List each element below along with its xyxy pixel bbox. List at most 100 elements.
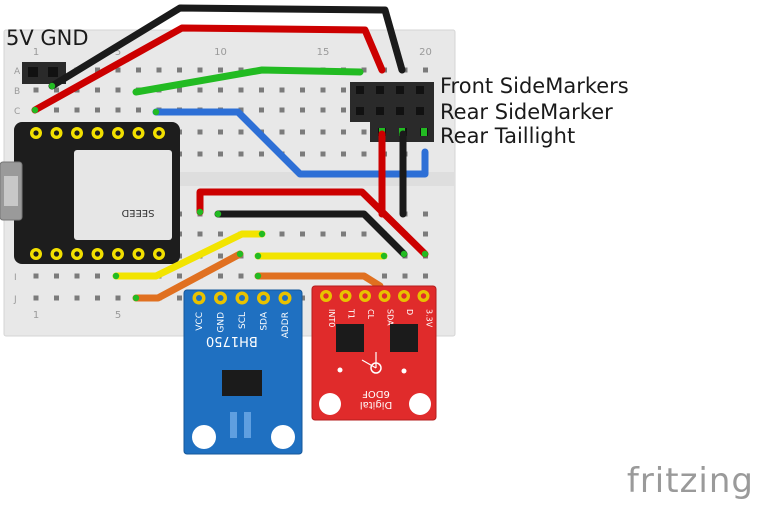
breadboard-hole (197, 87, 203, 93)
breadboard-hole (115, 295, 121, 301)
breadboard-hole (33, 295, 39, 301)
breadboard-hole (341, 87, 346, 93)
breadboard-hole (300, 87, 305, 93)
breadboard-hole (361, 151, 367, 157)
header-pin (356, 86, 364, 94)
wire-end (380, 252, 388, 260)
imu-subtitle: Digital (360, 399, 392, 410)
bh1750-pin-label: ADDR (281, 312, 291, 338)
imu-pin-label: D (405, 309, 414, 315)
wire-yellow-1 (112, 230, 266, 280)
breadboard-hole (95, 87, 100, 93)
breadboard-hole (423, 231, 428, 237)
breadboard-hole (177, 67, 182, 73)
header-pin (396, 107, 404, 115)
breadboard-hole (320, 151, 326, 157)
wire-black-3 (214, 210, 408, 258)
breadboard-hole (136, 67, 141, 73)
mcu-board: SEEED (0, 122, 180, 264)
breadboard-hole (320, 231, 326, 237)
breadboard-hole (54, 87, 59, 93)
breadboard-hole (218, 67, 223, 73)
wire-end (132, 88, 140, 96)
imu-pin-label: INT0 (327, 309, 336, 327)
power-label: 5V GND (6, 26, 89, 50)
breadboard-hole (300, 151, 305, 157)
row-letter: C (14, 107, 20, 117)
wire-end (258, 230, 266, 238)
breadboard-hole (320, 87, 326, 93)
wire-black-gnd (48, 4, 406, 90)
breadboard-hole (259, 87, 264, 93)
wire-end (254, 252, 262, 260)
wire-end (356, 68, 364, 76)
fritzing-logo: fritzing (626, 461, 754, 501)
breadboard-hole (423, 67, 428, 73)
header-pin (416, 107, 424, 115)
breadboard-hole (33, 273, 39, 279)
breadboard-hole (341, 151, 346, 157)
breadboard-hole (300, 107, 305, 113)
breadboard-hole (115, 67, 121, 73)
wire-end (152, 108, 160, 116)
breadboard-hole (320, 107, 326, 113)
wire-red-5v (31, 24, 386, 114)
column-number: 10 (214, 47, 227, 58)
breadboard-hole (300, 129, 305, 135)
header-pin (396, 86, 404, 94)
breadboard-hole (177, 295, 182, 301)
mcu-chip-label: SEEED (121, 207, 154, 218)
breadboard-hole (197, 129, 203, 135)
breadboard-hole (177, 273, 182, 279)
breadboard-hole (95, 295, 100, 301)
column-number: 15 (317, 47, 330, 58)
breadboard-hole (423, 211, 428, 217)
header-pin (356, 107, 364, 115)
breadboard-hole (238, 273, 244, 279)
row-letter: A (14, 67, 21, 77)
breadboard-hole (115, 87, 121, 93)
breadboard-hole (197, 231, 203, 237)
breadboard-hole (54, 295, 59, 301)
header-pin (376, 107, 384, 115)
wire-end (31, 106, 39, 114)
breadboard-hole (259, 107, 264, 113)
breadboard-hole (238, 67, 244, 73)
breadboard-hole (341, 129, 346, 135)
header-pin (376, 86, 384, 94)
breadboard-hole (279, 129, 285, 135)
breadboard-hole (300, 231, 305, 237)
breadboard-hole (95, 67, 100, 73)
wire-orange-1 (132, 250, 244, 302)
wire-end (214, 210, 222, 218)
wire-red-3 (196, 188, 429, 258)
breadboard-hole (423, 273, 428, 279)
breadboard-hole (218, 151, 223, 157)
row-letter: J (13, 295, 17, 305)
breadboard-hole (361, 231, 367, 237)
mcu-pins (30, 127, 165, 260)
power-header (22, 62, 66, 84)
breadboard-hole (74, 107, 80, 113)
wire-end (254, 272, 262, 280)
wire-end (196, 208, 204, 216)
row-letter: B (14, 87, 20, 97)
breadboard-hole (361, 129, 367, 135)
wire-end (112, 272, 120, 280)
breadboard-hole (238, 129, 244, 135)
bh1750-pin-label: SCL (238, 312, 248, 329)
wire-end (400, 250, 408, 258)
breadboard-hole (156, 67, 162, 73)
breadboard-hole (341, 231, 346, 237)
bh1750-title: BH1750 (206, 333, 258, 348)
wire-green (132, 66, 364, 96)
column-number: 5 (115, 47, 121, 58)
breadboard-hole (320, 129, 326, 135)
breadboard-hole (341, 107, 346, 113)
imu-pin-label: SDA (386, 309, 395, 326)
breadboard-hole (361, 67, 367, 73)
row-letter: I (14, 273, 17, 283)
